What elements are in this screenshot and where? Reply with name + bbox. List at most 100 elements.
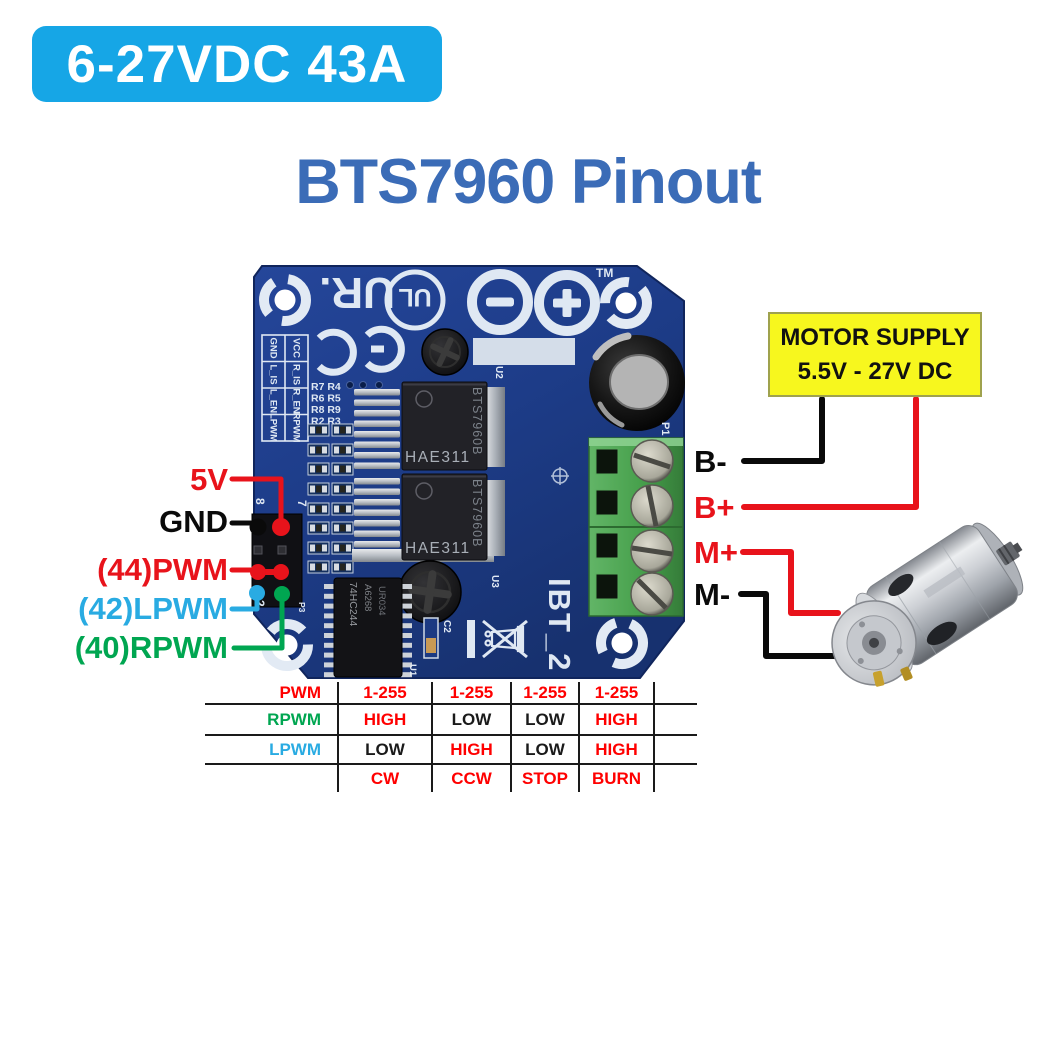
- mosfet-chip-2: BTS7960B HAE311: [401, 473, 505, 561]
- wire-lpwm: [229, 595, 260, 612]
- tt-cell: HIGH: [431, 734, 510, 763]
- dot-pwm-right: [273, 564, 289, 580]
- tt-cell: LOW: [431, 703, 510, 734]
- ul-circle-mark: UL: [384, 269, 446, 331]
- tt-cell: 1-255: [578, 682, 653, 703]
- svg-text:R7 R4: R7 R4: [311, 381, 341, 393]
- tm-mark: TM: [596, 266, 613, 280]
- svg-text:L_EN: L_EN: [268, 389, 279, 413]
- terminal-label-m-minus: M-: [694, 577, 731, 612]
- motor-supply-line1: MOTOR SUPPLY: [780, 323, 970, 351]
- pin-label-pwm: (44)PWM: [97, 552, 228, 587]
- screw-bottom: [398, 560, 462, 624]
- svg-text:GND: GND: [268, 337, 279, 358]
- pcb-board: UR. UL TM GND L_IS: [251, 265, 685, 679]
- dot-lpwm: [249, 585, 265, 601]
- board-name: IBT_2: [542, 578, 577, 672]
- svg-text:A6268: A6268: [362, 584, 373, 611]
- svg-text:P3: P3: [297, 602, 307, 613]
- tt-cell: HIGH: [578, 734, 653, 763]
- tt-cell: BURN: [578, 763, 653, 792]
- dot-rpwm: [274, 586, 290, 602]
- mounting-hole-top-left: [259, 274, 311, 326]
- svg-text:R8 R9: R8 R9: [311, 404, 341, 416]
- svg-text:2: 2: [253, 600, 267, 607]
- svg-text:C2: C2: [441, 620, 452, 633]
- pin-name-labels: GND L_IS L_EN LPWM VCC R_IS R_EN RPWM: [268, 337, 302, 442]
- tt-row-label: PWM: [279, 682, 321, 702]
- svg-text:BTS7960B: BTS7960B: [470, 479, 484, 547]
- tt-cell: 1-255: [510, 682, 578, 703]
- u1-label: U1: [407, 664, 418, 677]
- ce-mark-icon: [316, 325, 405, 376]
- svg-text:74HC244: 74HC244: [347, 582, 359, 627]
- terminal-block: [588, 437, 684, 617]
- minus-circle-icon: [467, 269, 533, 335]
- svg-text:L_IS: L_IS: [268, 364, 279, 384]
- tt-cell: CW: [337, 763, 431, 792]
- tt-cell-empty: [653, 763, 697, 792]
- tt-cell: LOW: [510, 734, 578, 763]
- wire-m-plus: [740, 549, 841, 616]
- page-title: BTS7960 Pinout: [295, 147, 762, 217]
- svg-text:BTS7960B: BTS7960B: [470, 387, 484, 455]
- u3-label: U3: [489, 575, 500, 588]
- mounting-hole-bottom-left: [261, 619, 313, 671]
- header-pin-numbers: 8 7 2 P3: [253, 498, 309, 613]
- resistor-labels: R7 R4 R6 R5 R8 R9 R2 R3: [311, 381, 341, 428]
- u2-label: U2: [493, 366, 504, 379]
- c2-capacitor: C2: [423, 617, 452, 659]
- tt-cell: LOW: [337, 734, 431, 763]
- terminal-label-b-minus: B-: [694, 444, 727, 479]
- dc-motor: [831, 522, 1024, 687]
- svg-text:LPWM: LPWM: [268, 413, 279, 442]
- svg-text:HAE311: HAE311: [405, 449, 471, 466]
- fiducial-icon: [551, 467, 569, 485]
- pin-label-rpwm: (40)RPWM: [74, 630, 228, 665]
- wire-b-minus: [741, 396, 825, 464]
- terminal-label-b-plus: B+: [694, 490, 735, 525]
- svg-text:HAE311: HAE311: [405, 540, 471, 557]
- tt-cell: CCW: [431, 763, 510, 792]
- tt-cell-empty: [653, 703, 697, 734]
- tt-cell: 1-255: [431, 682, 510, 703]
- terminal-screws: [630, 439, 674, 616]
- svg-text:UR034: UR034: [376, 586, 387, 616]
- tt-cell-empty: [653, 734, 697, 763]
- wire-rpwm: [231, 596, 285, 651]
- p1-label: P1: [659, 422, 671, 435]
- plus-circle-icon: [534, 270, 600, 336]
- tt-cell: HIGH: [578, 703, 653, 734]
- mosfet-chip-1: BTS7960B HAE311: [401, 381, 505, 471]
- motor-supply-line2: 5.5V - 27V DC: [797, 357, 953, 385]
- tt-row-label: [205, 763, 337, 792]
- capacitor: [589, 332, 685, 431]
- tt-row-label: LPWM: [205, 734, 337, 763]
- ul-recognized-mark: UR.: [319, 268, 395, 317]
- blank-label: [473, 338, 575, 365]
- tt-cell-empty: [653, 682, 697, 703]
- svg-text:7: 7: [295, 500, 309, 507]
- mounting-hole-bottom-right: [596, 617, 648, 669]
- dot-gnd: [249, 518, 267, 536]
- dot-5v: [272, 518, 290, 536]
- wire-b-plus: [741, 396, 919, 510]
- svg-text:VCC: VCC: [291, 338, 302, 358]
- callout-wires: [229, 396, 919, 659]
- tt-cell: 1-255: [337, 682, 431, 703]
- svg-text:RPWM: RPWM: [291, 412, 302, 442]
- pin-label-gnd: GND: [159, 504, 228, 539]
- pin-label-lpwm: (42)LPWM: [78, 591, 228, 626]
- svg-text:8: 8: [253, 498, 267, 505]
- svg-text:R_EN: R_EN: [291, 388, 302, 413]
- pin-name-table: [261, 334, 309, 442]
- pin-label-5v: 5V: [190, 462, 228, 497]
- logic-ic: 74HC244 A6268 UR034: [324, 577, 412, 678]
- tt-cell: STOP: [510, 763, 578, 792]
- wire-m-minus: [738, 591, 869, 659]
- svg-text:R_IS: R_IS: [291, 364, 302, 385]
- truth-table: PWM 1-255 1-255 1-255 1-255 RPWM HIGH LO…: [205, 682, 697, 792]
- screw-top: [421, 328, 469, 376]
